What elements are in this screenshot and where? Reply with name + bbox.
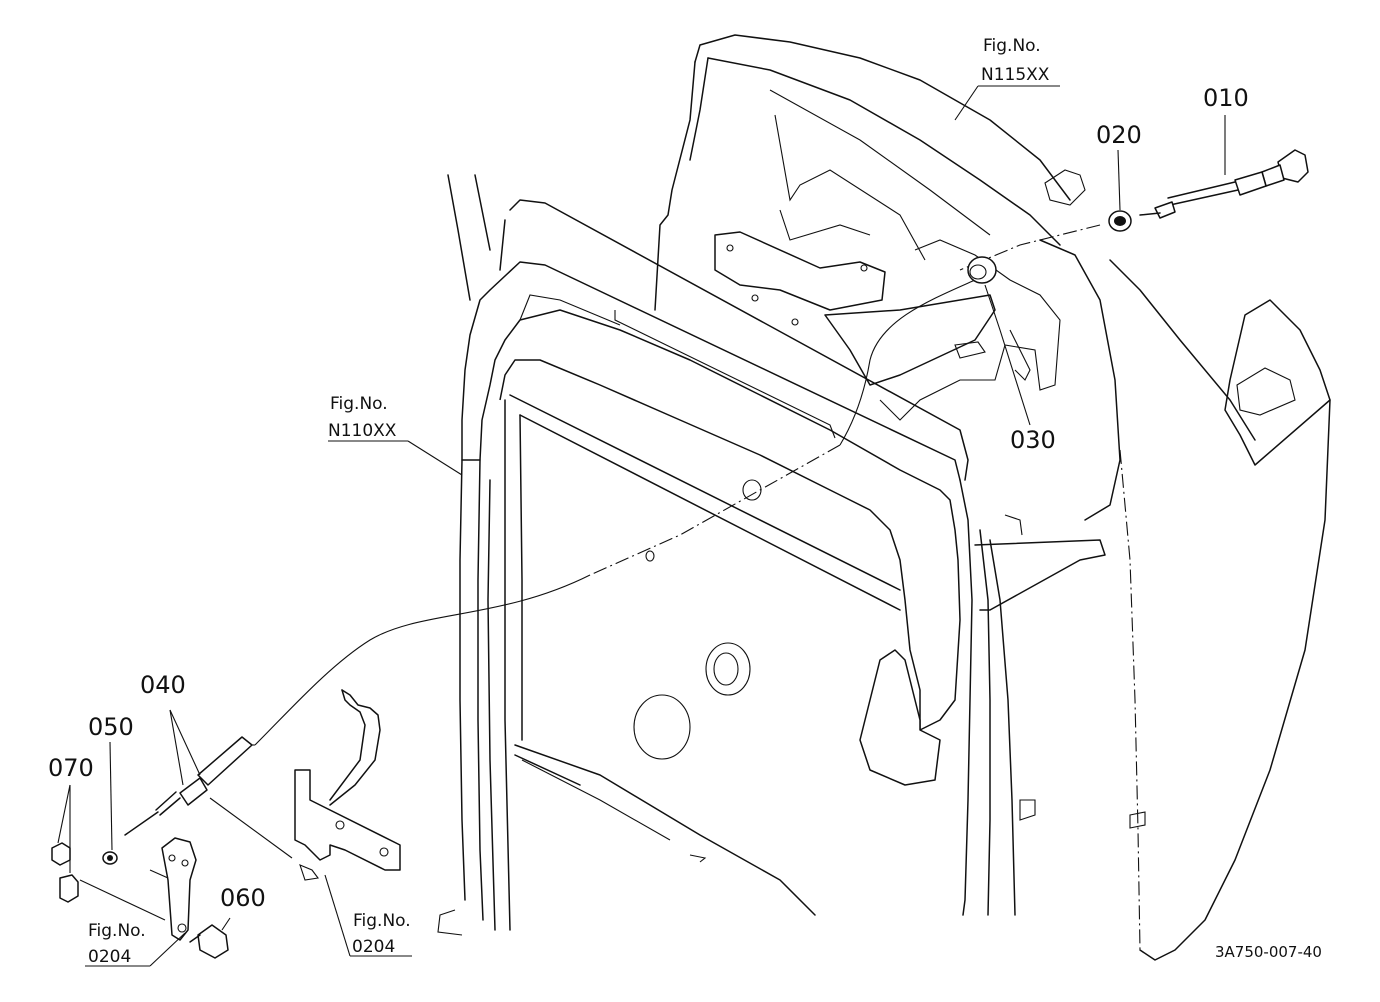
callout-010: 010 — [1203, 84, 1249, 112]
part-010-throttle-cable[interactable] — [1139, 149, 1309, 219]
control-lever — [149, 837, 197, 941]
callout-030: 030 — [1010, 426, 1056, 454]
dash-panel-assembly — [654, 34, 1086, 421]
callout-040: 040 — [140, 671, 186, 699]
edge-line — [447, 174, 471, 301]
fig-ref-bottom-mid-number: 0204 — [352, 937, 395, 957]
mounting-bracket — [294, 689, 401, 881]
part-040-cable-end[interactable] — [124, 736, 253, 836]
edge-line-2 — [474, 174, 491, 251]
leader-lines — [57, 115, 1226, 931]
callout-060: 060 — [220, 884, 266, 912]
part-030-bushing[interactable] — [967, 256, 997, 284]
callout-070: 070 — [48, 754, 94, 782]
part-050-nut[interactable] — [102, 851, 118, 865]
part-020-washer[interactable] — [1108, 210, 1132, 232]
side-panel — [1039, 239, 1331, 961]
fig-ref-left-number: N110XX — [328, 421, 397, 441]
fig-ref-bottom-mid-label: Fig.No. — [353, 911, 411, 931]
fig-ref-bottom-left-number: 0204 — [88, 947, 131, 967]
fig-ref-top-number: N115XX — [981, 65, 1050, 85]
part-070-screw[interactable] — [51, 842, 79, 903]
drawing-code: 3A750-007-40 — [1215, 943, 1322, 961]
fig-ref-bottom-left-label: Fig.No. — [88, 921, 146, 941]
figure-ref-leaders — [85, 85, 1060, 967]
fig-ref-left-label: Fig.No. — [330, 394, 388, 414]
callout-050: 050 — [88, 713, 134, 741]
front-frame — [437, 199, 1106, 936]
part-060-pin[interactable] — [189, 924, 229, 959]
callout-020: 020 — [1096, 121, 1142, 149]
fig-ref-top-label: Fig.No. — [983, 36, 1041, 56]
